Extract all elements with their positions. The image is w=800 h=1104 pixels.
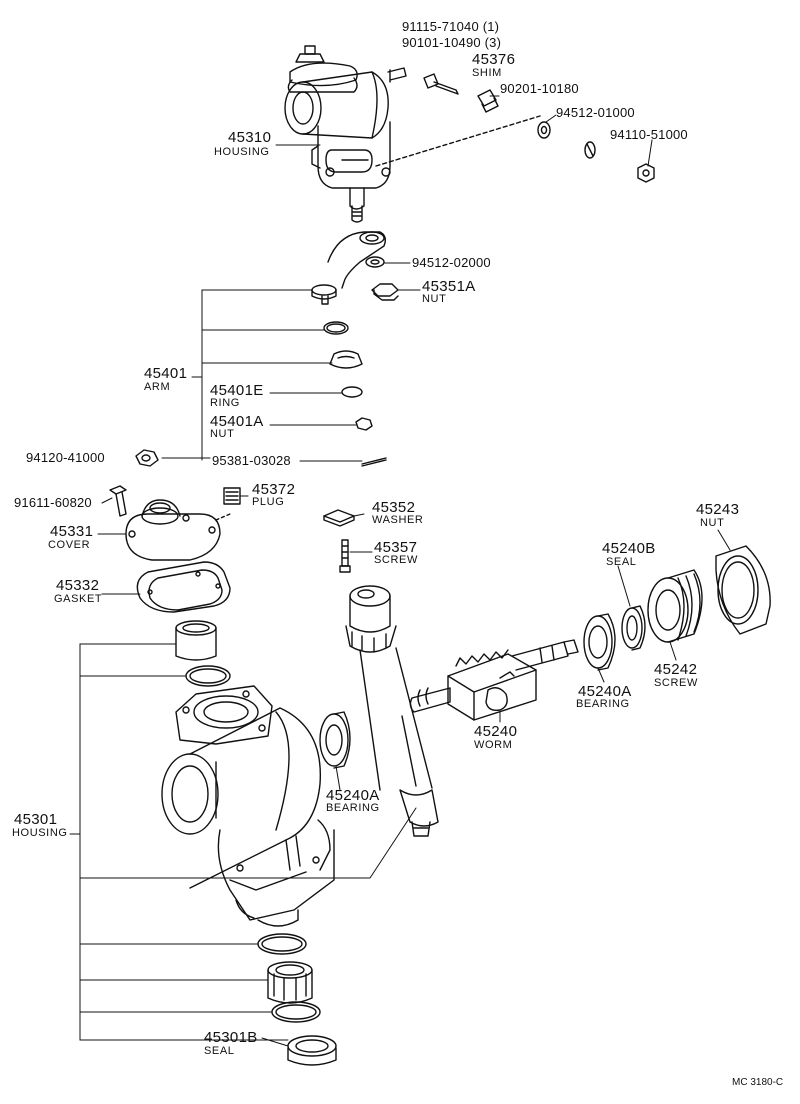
part-45401A-label: 45401A (210, 413, 264, 430)
part-45401-name: ARM (144, 381, 171, 393)
part-45331-label: 45331 (50, 523, 94, 540)
part-45240-name: WORM (474, 739, 513, 751)
part-45357-name: SCREW (374, 554, 418, 566)
part-45351A-name: NUT (422, 293, 447, 305)
part-45401A-name: NUT (210, 428, 235, 440)
part-45357-label: 45357 (374, 539, 418, 556)
part-45242-name: SCREW (654, 677, 698, 689)
part-45376-name: SHIM (472, 67, 502, 79)
part-45352-label: 45352 (372, 499, 416, 516)
part-45240-label: 45240 (474, 723, 518, 740)
part-90201-label: 90201-10180 (500, 81, 579, 96)
part-45301-label: 45301 (14, 811, 58, 828)
part-45352-name: WASHER (372, 514, 424, 526)
top-right-hardware-drawing (424, 74, 654, 182)
part-45376-label: 45376 (472, 51, 516, 68)
part-95381-label: 95381-03028 (212, 453, 291, 468)
part-45310-label: 45310 (228, 129, 272, 146)
main-housing-drawing (162, 621, 334, 926)
part-94512-02000-label: 94512-02000 (412, 255, 491, 270)
dashed-guide-top (376, 116, 540, 166)
part-45240B-name: SEAL (606, 556, 637, 568)
part-91115-label: 91115-71040 (1) (402, 19, 500, 34)
part-90101-label: 90101-10490 (3) (402, 35, 502, 50)
part-45240B-label: 45240B (602, 540, 656, 557)
part-45240A-right-label: 45240A (578, 683, 632, 700)
diagram-code: MC 3180-C (732, 1077, 784, 1088)
part-94512-01000-label: 94512-01000 (556, 105, 635, 120)
part-45243-label: 45243 (696, 501, 740, 518)
part-45301-name: HOUSING (12, 827, 68, 839)
part-45240A-right-name: BEARING (576, 698, 630, 710)
bottom-parts-drawing (258, 934, 336, 1065)
part-45401-label: 45401 (144, 365, 188, 382)
part-45332-label: 45332 (56, 577, 100, 594)
part-94110-label: 94110-51000 (610, 127, 688, 142)
part-45372-name: PLUG (252, 496, 285, 508)
part-45301B-name: SEAL (204, 1045, 235, 1057)
part-91611-label: 91611-60820 (14, 495, 92, 510)
leader-lines (70, 96, 730, 1046)
part-45401E-label: 45401E (210, 382, 264, 399)
part-94120-label: 94120-41000 (26, 450, 105, 465)
part-45240A-left-label: 45240A (326, 787, 380, 804)
bearing-left-drawing (320, 712, 350, 768)
worm-assembly-drawing (410, 546, 770, 720)
part-45310-name: HOUSING (214, 146, 270, 158)
part-45372-label: 45372 (252, 481, 296, 498)
sector-cover-drawing (110, 486, 354, 612)
part-45243-name: NUT (700, 517, 725, 529)
part-45242-label: 45242 (654, 661, 698, 678)
part-45331-name: COVER (48, 539, 91, 551)
part-45351A-label: 45351A (422, 278, 476, 295)
part-45240A-left-name: BEARING (326, 802, 380, 814)
part-45301B-label: 45301B (204, 1029, 258, 1046)
steering-gear-assembly-drawing (285, 46, 406, 222)
part-45332-name: GASKET (54, 593, 103, 605)
sector-shaft-drawing (346, 586, 438, 836)
part-45401E-name: RING (210, 397, 240, 409)
pitman-arm-drawing (136, 232, 398, 466)
